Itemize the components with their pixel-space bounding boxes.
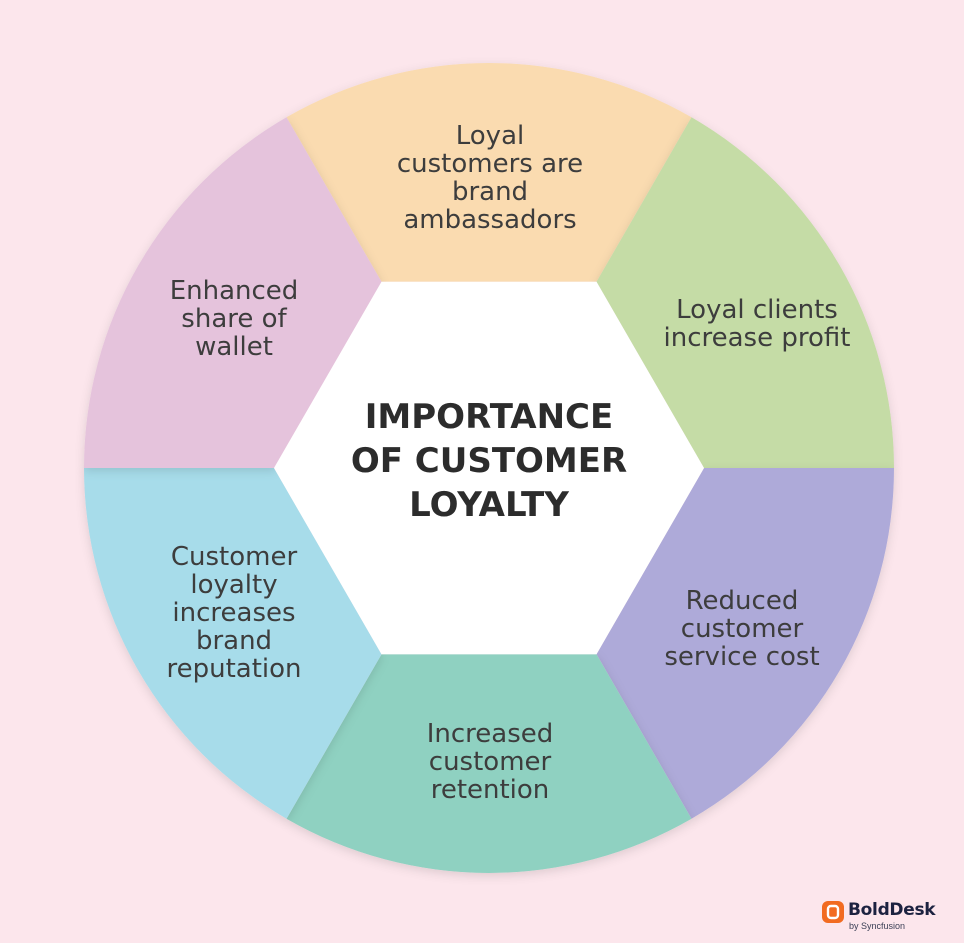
segment-label-line: customer [429,747,552,777]
segment-label-line: retention [431,775,550,805]
segment-label-line: Reduced [686,586,799,616]
logo-name: BoldDesk [848,900,936,920]
segment-label-line: ambassadors [403,205,576,235]
segment-label-line: loyalty [190,570,277,600]
center-hexagon [274,281,704,655]
segment-label-line: Loyal [456,121,524,151]
center-title-line: IMPORTANCE [365,397,613,437]
segment-upper-right [596,117,894,469]
segment-top [286,63,692,282]
segment-label-line: brand [196,626,272,656]
segment-label-line: share of [181,304,287,334]
center-title-line: LOYALTY [409,485,569,525]
segment-label-line: customer [681,614,804,644]
bolddesk-logo: BoldDesk by Syncfusion [822,899,952,935]
segment-lower-right [596,468,894,819]
segment-bottom [286,654,692,873]
segment-label-line: increases [172,598,295,628]
segment-label-line: Increased [427,719,554,749]
segment-upper-left [84,117,382,469]
center-title-line: OF CUSTOMER [351,441,627,481]
segment-label-line: Loyal clients [676,295,838,325]
segment-label-line: customers are [397,149,583,179]
segment-label-line: Customer [171,542,298,572]
segment-label-line: service cost [664,642,819,672]
logo-byline: by Syncfusion [849,921,906,931]
segment-label-line: reputation [166,654,301,684]
segment-label-line: increase profit [664,323,851,353]
segment-lower-left [84,468,382,819]
segment-label-line: Enhanced [170,276,299,306]
segment-label-line: wallet [195,332,273,362]
segment-label-line: brand [452,177,528,207]
bolddesk-logo-icon [822,901,844,923]
